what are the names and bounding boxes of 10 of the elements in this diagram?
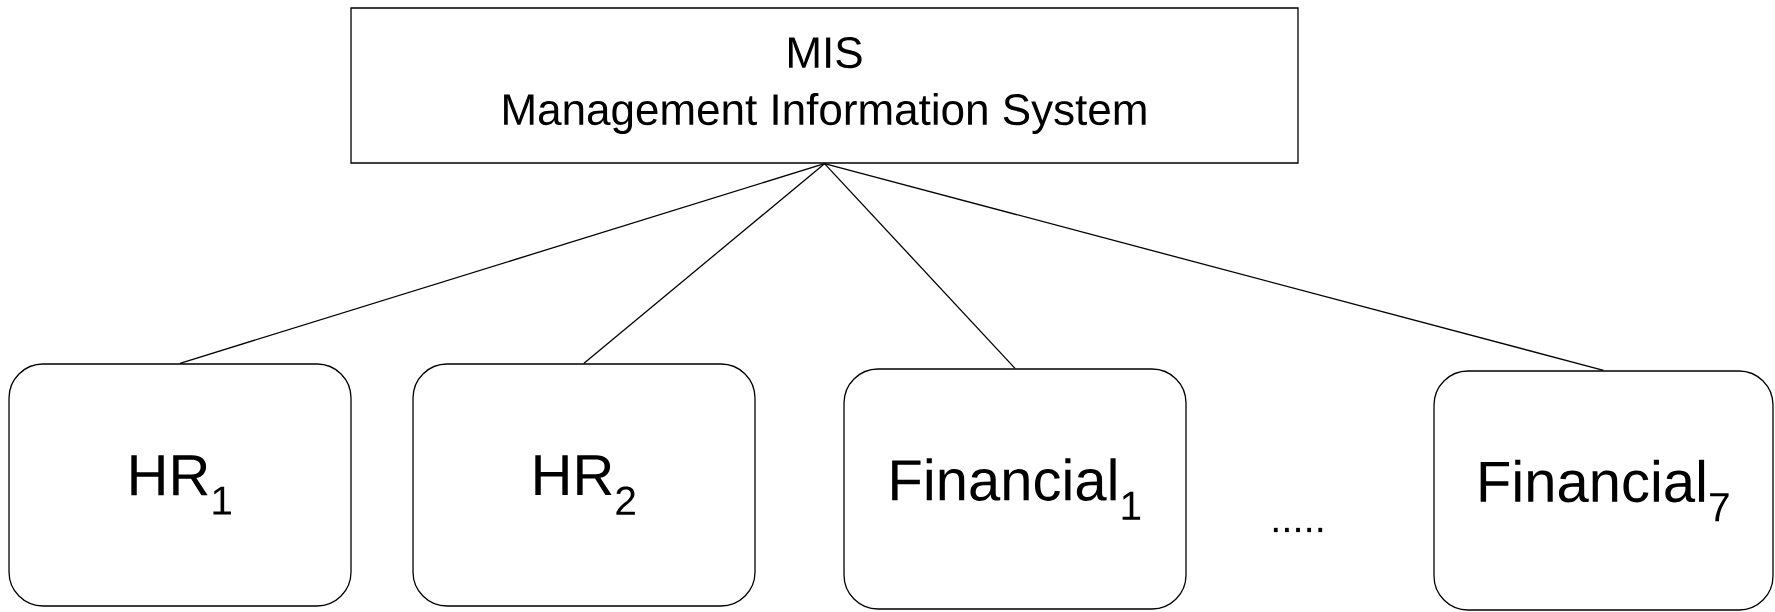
connector-line: [179, 163, 826, 364]
module-box: HR$_{2}$: [412, 363, 756, 607]
connector-line: [823, 163, 1016, 369]
connector-line: [823, 163, 1605, 371]
connector-line: [583, 163, 826, 364]
system-box: MIS Management Information System: [350, 7, 1299, 164]
module-box: Financial$_{1}$: [843, 368, 1187, 610]
module-box: Financial$_{7}$: [1433, 370, 1774, 611]
module-box: HR$_{1}$: [8, 363, 352, 607]
ellipsis: .....: [1273, 527, 1323, 533]
